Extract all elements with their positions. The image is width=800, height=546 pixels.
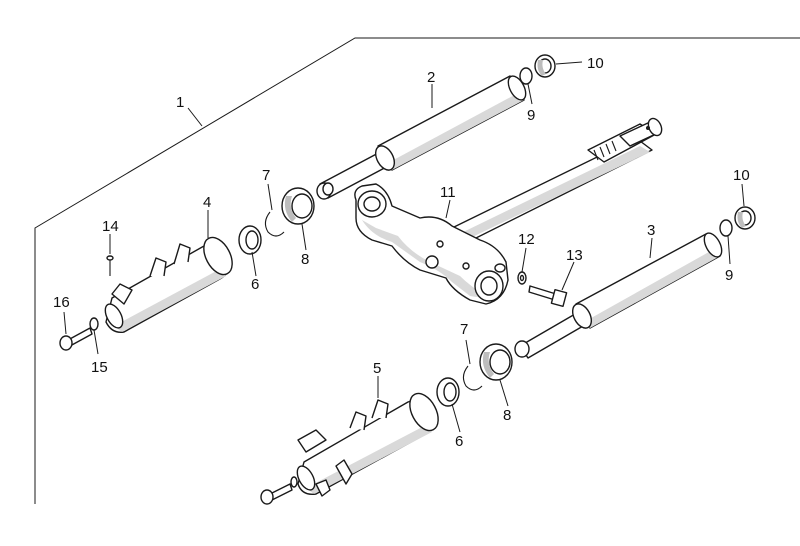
callout-5: 5: [373, 360, 381, 377]
callout-2: 2: [427, 69, 435, 86]
callout-9-right: 9: [725, 267, 733, 284]
circlip-7-right: [462, 365, 483, 391]
right-slider: [296, 392, 439, 497]
washer-12: [517, 271, 527, 285]
callout-14: 14: [102, 218, 119, 235]
callout-6-right: 6: [455, 433, 463, 450]
callout-12: 12: [518, 231, 535, 248]
cap-10-left: [534, 54, 556, 78]
callout-13: 13: [566, 247, 583, 264]
drain-bolt-right: [260, 476, 298, 505]
leader-lines: [63, 61, 745, 433]
right-stanchion-tube: [514, 232, 723, 359]
steering-stem: [451, 117, 663, 243]
callout-7-left: 7: [262, 167, 270, 184]
callout-8-left: 8: [301, 251, 309, 268]
callout-16: 16: [53, 294, 70, 311]
callout-10-left: 10: [587, 55, 604, 72]
callout-7-right: 7: [460, 321, 468, 338]
callout-11: 11: [440, 184, 456, 201]
drain-bolt-16: [59, 327, 93, 351]
circlip-7-left: [264, 211, 285, 237]
yoke-bolt-13: [528, 285, 568, 308]
left-stanchion-tube: [316, 75, 527, 200]
assembly-frame: [34, 37, 800, 504]
callout-1: 1: [176, 94, 184, 111]
oring-9-left: [519, 67, 533, 85]
callout-labels: 1 2 3 4 5 6 6 7 7 8 8 9 9 10 10 11 12 13…: [53, 55, 750, 450]
oil-seal-8-right: [479, 343, 513, 381]
callout-3: 3: [647, 222, 655, 239]
oil-seal-8-left: [281, 187, 315, 225]
callout-10-right: 10: [733, 167, 750, 184]
bushing-6-right: [436, 377, 460, 407]
callout-4: 4: [203, 194, 211, 211]
callout-8-right: 8: [503, 407, 511, 424]
left-slider: [104, 236, 233, 333]
callout-9-left: 9: [527, 107, 535, 124]
callout-15: 15: [91, 359, 108, 376]
seal-washer-15: [89, 317, 99, 331]
callout-6-left: 6: [251, 276, 259, 293]
cap-10-right: [734, 206, 756, 230]
small-screw-14: [106, 255, 114, 276]
oring-9-right: [719, 219, 733, 237]
bushing-6-left: [238, 225, 262, 255]
steering-yoke: [354, 183, 509, 305]
